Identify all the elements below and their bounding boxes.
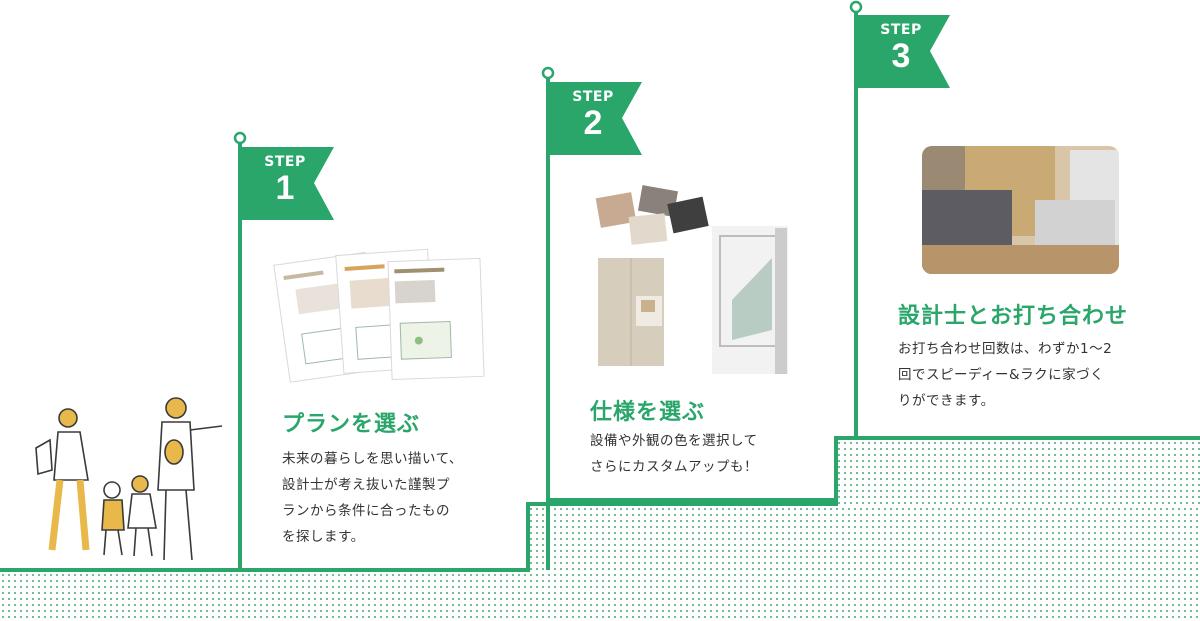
step1-desc-line: 設計士が考え抜いた謹製プ	[282, 477, 450, 493]
step2-pole-top	[541, 66, 555, 80]
step3-desc-line: お打ち合わせ回数は、わずか1〜2	[898, 341, 1113, 357]
step3-step-word: STEP	[880, 22, 922, 38]
step2-step-word: STEP	[572, 89, 614, 105]
step1-step-word: STEP	[264, 154, 306, 170]
meeting-photo-image	[922, 146, 1119, 274]
step2-box-line	[546, 440, 838, 570]
step3-desc-line: りができます。	[898, 393, 995, 409]
ground-dots-3	[836, 440, 1200, 506]
step1-desc-line: を探します。	[282, 529, 365, 545]
staircase-line	[0, 436, 1200, 572]
step3-description: お打ち合わせ回数は、わずか1〜2 回でスピーディー&ラクに家づく りができます。	[898, 336, 1112, 414]
step3-number: 3	[891, 37, 911, 75]
step3-pole-top	[849, 0, 863, 14]
step1-desc-line: 未来の暮らしを思い描いて、	[282, 451, 463, 467]
step3-title: 設計士とお打ち合わせ	[898, 304, 1129, 329]
step2-title: 仕様を選ぶ	[590, 400, 706, 425]
step2-description: 設備や外観の色を選択して さらにカスタムアップも！	[590, 428, 758, 480]
step1-flag-label: STEP 1	[248, 154, 322, 206]
step1-flag	[242, 147, 334, 220]
step2-number: 2	[583, 104, 603, 142]
floor-plan-sheets-image	[273, 248, 485, 383]
step1-desc-line: ランから条件に合ったもの	[282, 503, 450, 519]
ground-dots-2	[528, 506, 1200, 572]
step2-flag	[550, 82, 642, 155]
step2-desc-line: 設備や外観の色を選択して	[590, 433, 758, 449]
step2-desc-line: さらにカスタムアップも！	[590, 459, 758, 475]
step3-flag-label: STEP 3	[864, 22, 938, 74]
step1-pole-top	[233, 131, 247, 145]
family-illustration	[35, 397, 223, 561]
ground-dots-1	[0, 572, 1200, 621]
step1-title: プランを選ぶ	[282, 412, 421, 437]
step3-flag	[858, 15, 950, 88]
step3-desc-line: 回でスピーディー&ラクに家づく	[898, 367, 1105, 383]
material-samples-image	[595, 185, 788, 374]
step1-description: 未来の暮らしを思い描いて、 設計士が考え抜いた謹製プ ランから条件に合ったもの …	[282, 446, 463, 550]
step2-flag-label: STEP 2	[556, 89, 630, 141]
step1-number: 1	[275, 169, 295, 207]
